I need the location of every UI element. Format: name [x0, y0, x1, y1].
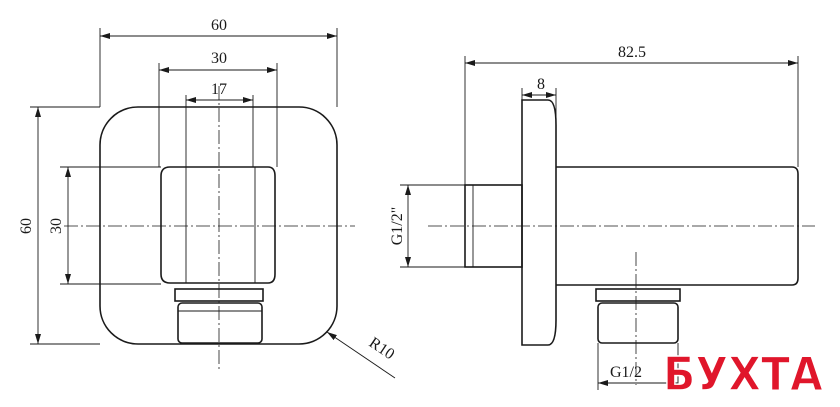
side-outlet-nut [597, 302, 679, 344]
dim-82-5-label: 82.5 [618, 44, 646, 61]
brand-logo: БУХТА [663, 347, 823, 401]
front-inner-body-detail [185, 167, 256, 283]
front-inner-body [160, 166, 276, 284]
front-outlet-nut [177, 302, 263, 344]
dim-60-left-label: 60 [18, 218, 35, 234]
radius-leader [326, 331, 396, 379]
side-flange [521, 99, 557, 346]
dim-inlet-label: G1/2" [389, 207, 406, 246]
side-outlet-collar [595, 288, 681, 302]
dim-outlet-label: G1/2 [610, 364, 642, 381]
dim-60-top-label: 60 [211, 17, 227, 34]
dim-8-label: 8 [537, 76, 545, 93]
dim-30-top-label: 30 [211, 50, 227, 67]
radius-label: R10 [366, 334, 398, 363]
dim-17-label: 17 [211, 81, 227, 98]
dim-30-left-label: 30 [48, 218, 65, 234]
side-view: 82.5 8 G1/2" G1/2 [389, 44, 815, 390]
front-view: 60 30 17 60 30 R10 [18, 17, 398, 379]
front-plate-outline [99, 106, 338, 345]
